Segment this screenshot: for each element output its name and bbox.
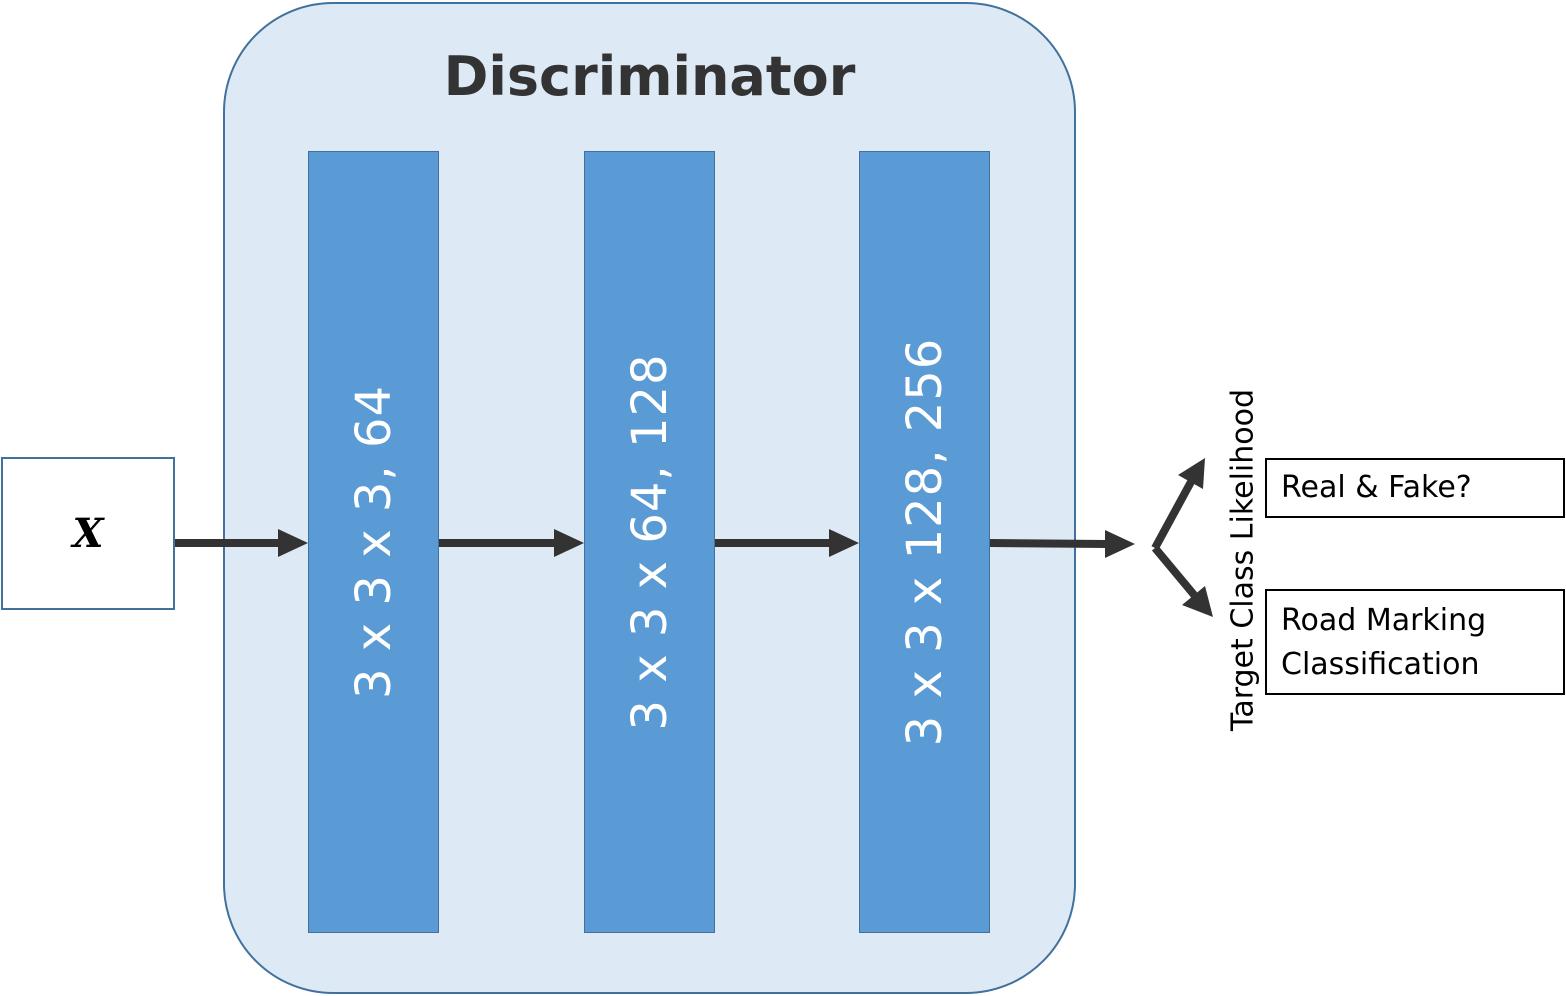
arrowhead-layer2-to-layer3 [829, 529, 859, 557]
arrow-fork-down [1151, 545, 1199, 599]
conv-layer-2: 3 x 3 x 64, 128 [584, 151, 715, 933]
arrowhead-fork-up [1178, 458, 1205, 489]
arrow-layer3-to-output [989, 539, 1109, 548]
output-road-marking-line2: Classification [1281, 647, 1480, 682]
arrowhead-layer3-to-output [1105, 530, 1135, 558]
arrowhead-input-to-layer1 [278, 529, 308, 557]
output-real-fake-text: Real & Fake? [1281, 470, 1472, 505]
discriminator-title: Discriminator [443, 45, 856, 108]
output-road-marking-line1: Road Marking [1281, 603, 1487, 638]
output-real-fake-box: Real & Fake? [1265, 458, 1565, 518]
input-label: X [72, 510, 104, 557]
output-road-marking-box: Road Marking Classification [1265, 589, 1565, 695]
arrowhead-layer1-to-layer2 [554, 529, 584, 557]
conv-layer-3: 3 x 3 x 128, 256 [859, 151, 990, 933]
arrow-fork-up [1151, 478, 1196, 550]
conv-layer-1: 3 x 3 x 3, 64 [308, 151, 439, 933]
target-class-likelihood-label: Target Class Likelihood [1225, 388, 1261, 732]
input-box: X [1, 457, 175, 610]
arrowhead-fork-down [1182, 586, 1213, 617]
